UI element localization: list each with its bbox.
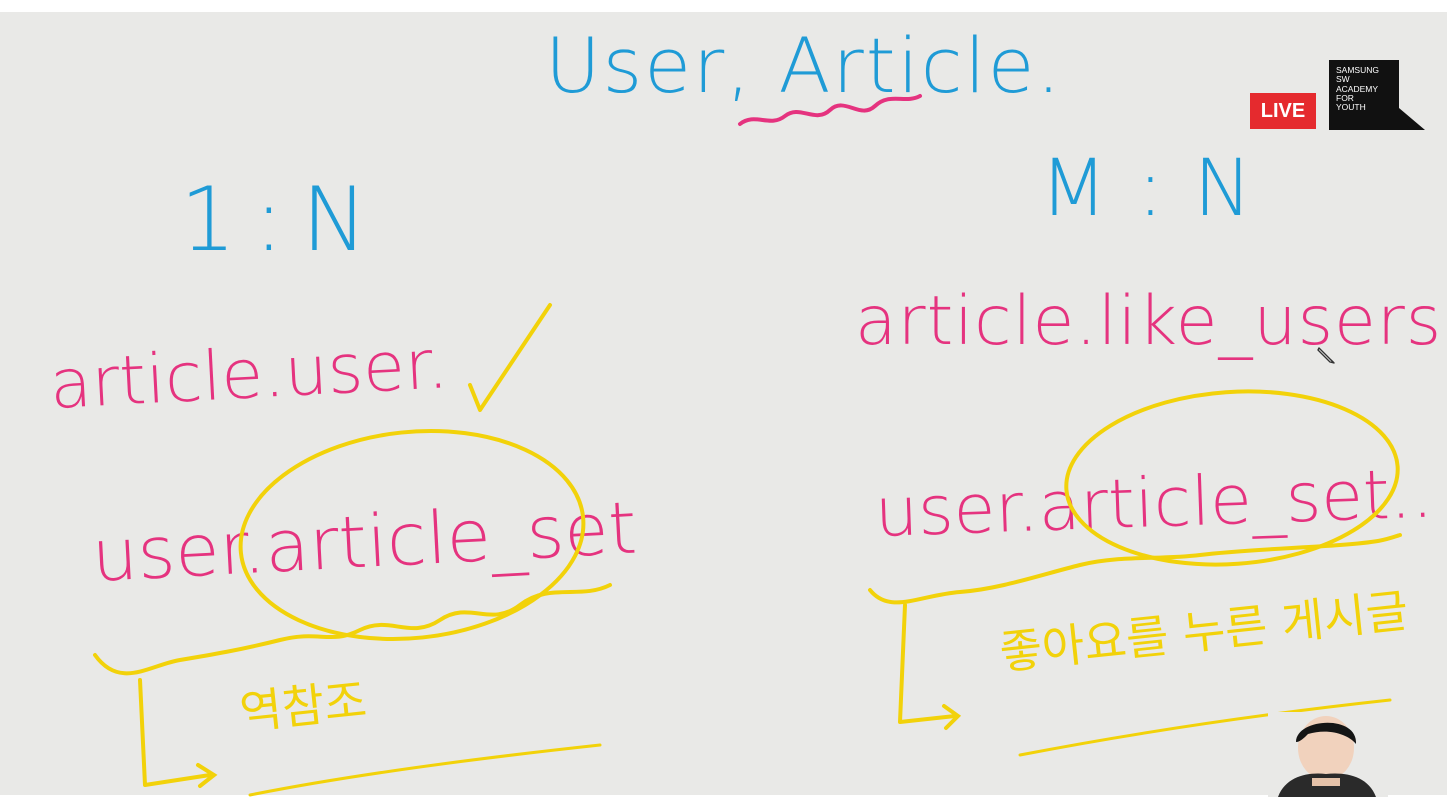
relation-ratio-many-to-many: M:N (1040, 144, 1282, 234)
right-expression-user-article-set: user.article_set.. (873, 454, 1435, 553)
pencil-icon (1317, 347, 1335, 364)
presenter-video-thumbnail (1268, 712, 1388, 797)
right-expression-article-like-users: article.like_users.. (855, 282, 1451, 361)
live-badge: LIVE (1250, 93, 1316, 129)
left-korean-note: 역참조 (237, 672, 370, 740)
relation-ratio-one-to-many: 1:N (180, 168, 386, 271)
left-expression-article-user: article.user. (47, 325, 451, 425)
logo-wordmark: SAMSUNG SW ACADEMY FOR YOUTH (1336, 65, 1379, 113)
samsung-academy-logo (1329, 60, 1425, 130)
board-title: User, Article. (545, 21, 1063, 110)
